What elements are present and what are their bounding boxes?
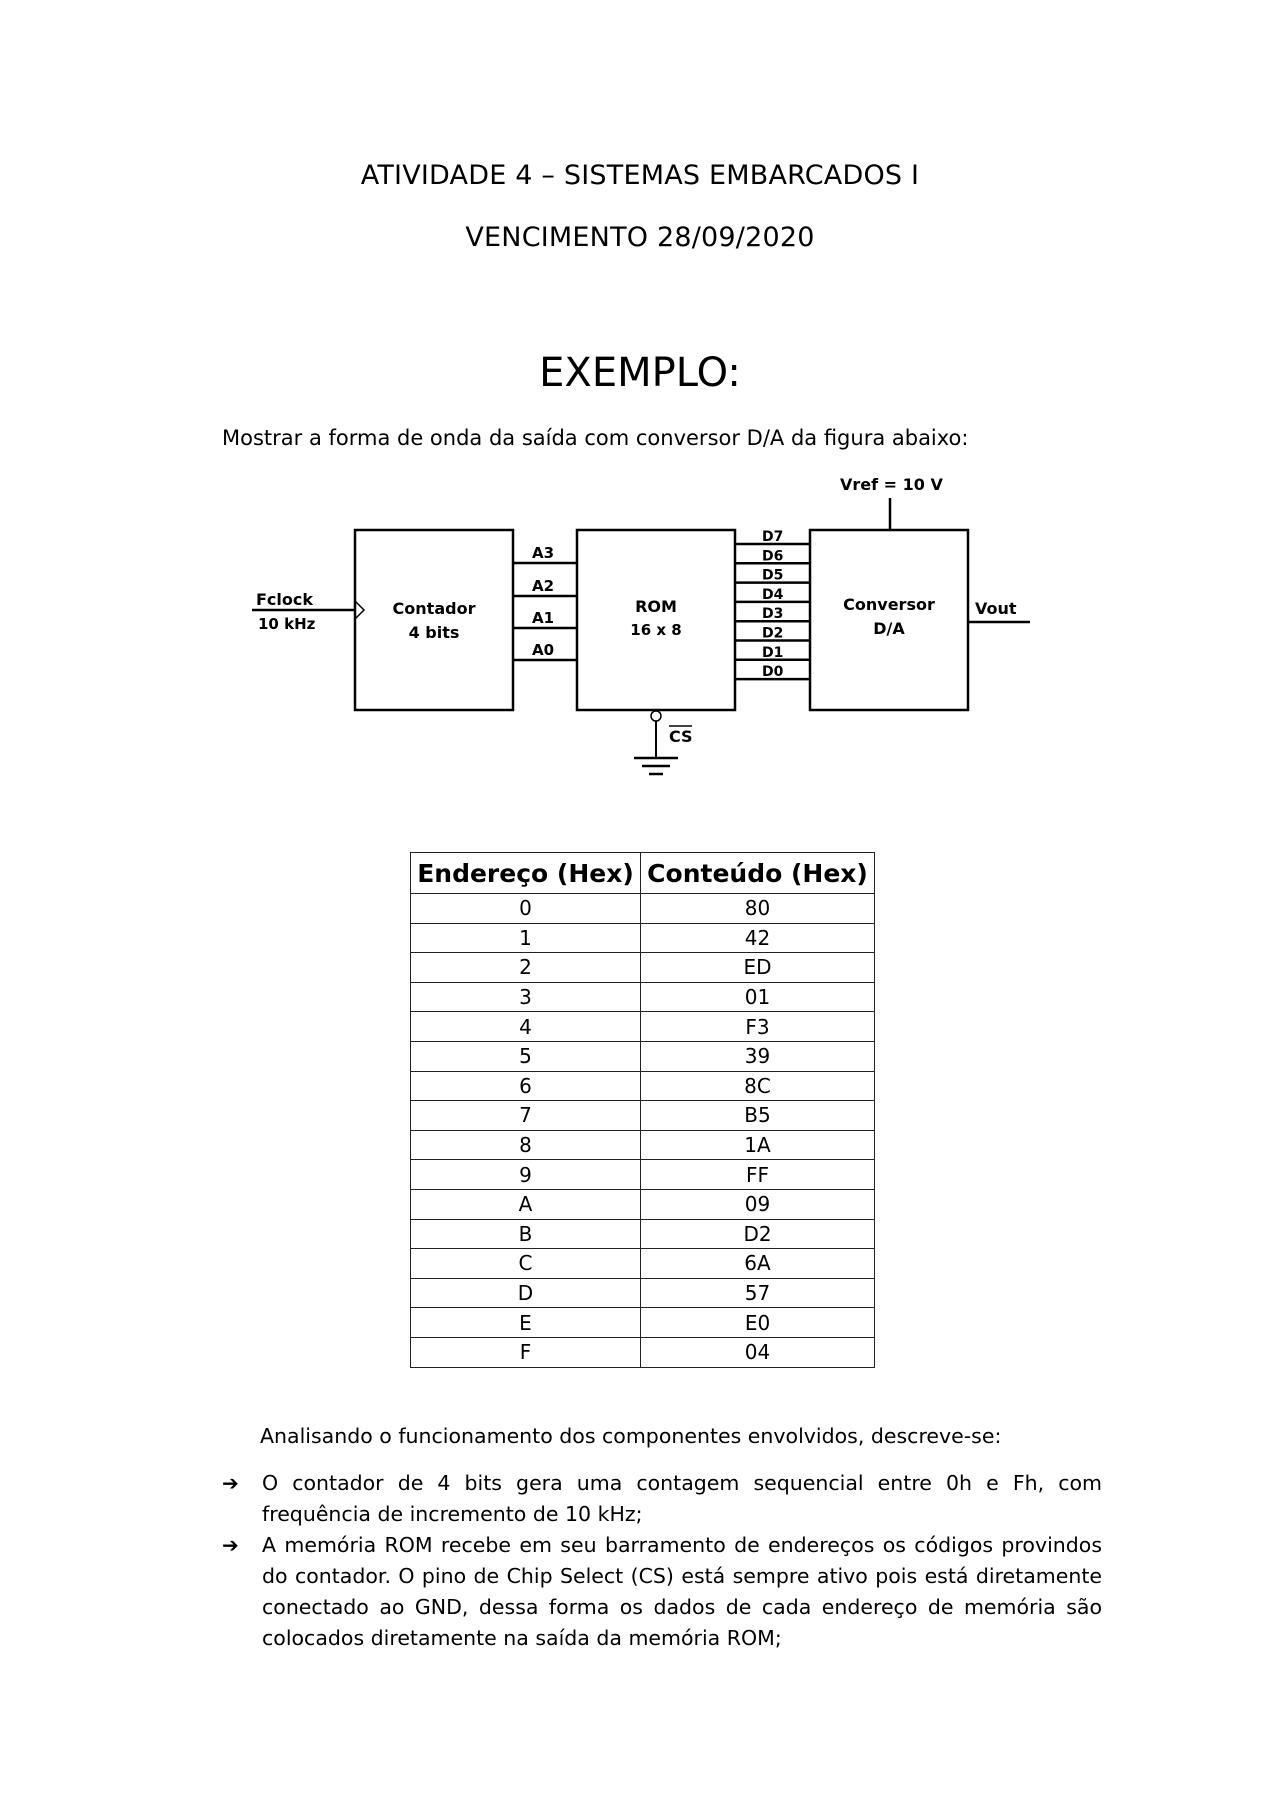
address-cell: D — [410, 1277, 641, 1309]
address-cell: 7 — [410, 1100, 641, 1131]
address-cell: 5 — [410, 1040, 641, 1072]
content-cell: 01 — [640, 981, 875, 1013]
clock-label: Fclock — [256, 590, 313, 609]
content-cell: D2 — [640, 1218, 875, 1250]
data-line-label: D3 — [762, 606, 783, 622]
content-cell: 04 — [640, 1336, 875, 1368]
counter-label: Contador — [393, 599, 476, 618]
rom-block — [575, 528, 737, 712]
address-cell: 0 — [410, 893, 641, 924]
content-cell: 57 — [640, 1277, 875, 1309]
data-line-label: D2 — [762, 626, 783, 642]
content-cell: F3 — [640, 1011, 875, 1042]
content-cell: 6A — [640, 1248, 875, 1279]
content-cell: E0 — [640, 1307, 875, 1338]
address-cell: C — [410, 1248, 641, 1279]
address-cell: B — [410, 1218, 641, 1250]
example-intro: Mostrar a forma de onda da saída com con… — [222, 426, 969, 450]
content-cell: 8C — [640, 1070, 875, 1102]
data-line-label: D1 — [762, 645, 783, 661]
due-date: VENCIMENTO 28/09/2020 — [465, 222, 815, 253]
converter-type: D/A — [873, 619, 905, 638]
address-cell: 4 — [410, 1011, 641, 1042]
cs-label: CS — [669, 727, 693, 746]
cs-inversion-bubble — [650, 710, 662, 722]
address-line-label: A1 — [532, 609, 554, 627]
content-cell: 09 — [640, 1188, 875, 1220]
address-cell: 1 — [410, 922, 641, 954]
data-line-label: D7 — [762, 529, 783, 545]
content-cell: B5 — [640, 1100, 875, 1131]
analysis-intro: Analisando o funcionamento dos component… — [260, 1424, 1002, 1448]
content-cell: 39 — [640, 1040, 875, 1072]
address-cell: 8 — [410, 1129, 641, 1161]
address-line-label: A0 — [532, 641, 554, 659]
counter-bits: 4 bits — [409, 623, 460, 642]
converter-block — [808, 528, 970, 712]
data-line-label: D6 — [762, 548, 783, 564]
circuit-diagram: Vref = 10 V Fclock 10 kHz Contador 4 bit… — [252, 475, 1030, 776]
address-cell: F — [410, 1336, 641, 1368]
content-cell: 80 — [640, 893, 875, 924]
address-line-label: A2 — [532, 577, 554, 595]
rom-label: ROM — [635, 597, 677, 616]
rom-size: 16 x 8 — [630, 621, 681, 639]
address-cell: A — [410, 1188, 641, 1220]
content-cell: 42 — [640, 922, 875, 954]
bullet-item: ➔ O contador de 4 bits gera uma contagem… — [222, 1468, 1102, 1530]
data-line-label: D0 — [762, 664, 784, 680]
address-cell: 3 — [410, 981, 641, 1013]
address-cell: 6 — [410, 1070, 641, 1102]
table-header-row: Endereço (Hex) Conteúdo (Hex) — [410, 852, 875, 894]
arrow-right-icon: ➔ — [222, 1533, 239, 1557]
clock-input-marker — [354, 600, 366, 620]
arrow-right-icon: ➔ — [222, 1471, 239, 1495]
content-cell: FF — [640, 1159, 875, 1190]
address-cell: E — [410, 1307, 641, 1338]
bullet-text: O contador de 4 bits gera uma contagem s… — [262, 1471, 1102, 1526]
header-content: Conteúdo (Hex) — [640, 852, 875, 894]
vout-label: Vout — [975, 599, 1017, 618]
converter-label: Conversor — [843, 595, 935, 614]
counter-block — [353, 528, 515, 712]
data-line-label: D5 — [762, 568, 783, 584]
address-line-label: A3 — [532, 544, 554, 562]
bullet-item: ➔ A memória ROM recebe em seu barramento… — [222, 1530, 1102, 1654]
content-cell: 1A — [640, 1129, 875, 1161]
example-heading: EXEMPLO: — [539, 350, 741, 396]
data-line-label: D4 — [762, 587, 784, 603]
address-cell: 2 — [410, 952, 641, 983]
vref-label: Vref = 10 V — [840, 475, 943, 494]
document-title: ATIVIDADE 4 – SISTEMAS EMBARCADOS I — [360, 160, 920, 191]
bullet-text: A memória ROM recebe em seu barramento d… — [262, 1533, 1102, 1650]
content-cell: ED — [640, 952, 875, 983]
header-address: Endereço (Hex) — [410, 852, 641, 894]
clock-frequency: 10 kHz — [258, 615, 316, 633]
address-cell: 9 — [410, 1159, 641, 1190]
